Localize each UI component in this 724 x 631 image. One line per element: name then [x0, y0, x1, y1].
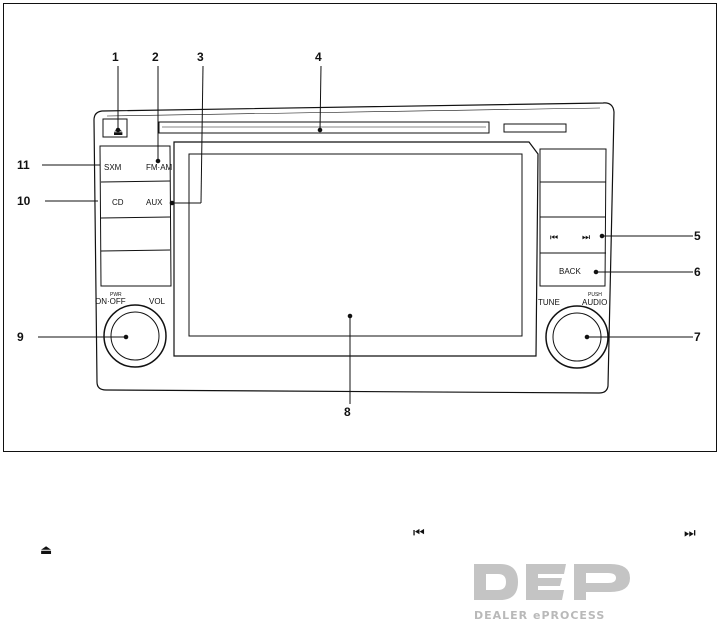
callout-4: 4	[315, 50, 322, 64]
eject-icon-legend: ⏏	[40, 543, 53, 558]
left-button-panel	[99, 145, 172, 287]
callout-10: 10	[17, 194, 31, 208]
audio-label: AUDIO	[582, 298, 607, 307]
prev-track-icon-legend: ⏮	[413, 526, 425, 541]
callout-2: 2	[152, 50, 159, 64]
left-divider-2	[100, 216, 171, 219]
callout-7: 7	[694, 330, 701, 344]
left-divider-3	[100, 249, 171, 252]
vol-label: VOL	[149, 297, 166, 306]
callout-8: 8	[344, 405, 351, 419]
touch-screen[interactable]	[188, 153, 523, 337]
eject-button[interactable]	[102, 118, 128, 138]
power-label: PWR	[110, 292, 122, 298]
tune-label: TUNE	[538, 298, 560, 307]
next-track-icon: ⏭	[582, 232, 590, 242]
on-off-label: ON·OFF	[95, 297, 126, 306]
next-track-icon-legend: ⏭	[684, 526, 696, 541]
audio-unit-diagram: ⏏ SXM FM·AM CD AUX ⏮ ⏭ BACK PWR ON·OFF V…	[17, 50, 701, 419]
unit-bezel	[93, 102, 615, 394]
prev-track-icon: ⏮	[550, 232, 558, 242]
callout-11: 11	[17, 158, 30, 172]
right-button-panel	[539, 148, 607, 287]
sxm-button-label: SXM	[104, 163, 122, 172]
callout-6: 6	[694, 265, 701, 279]
fm-am-button-label: FM·AM	[146, 163, 173, 172]
card-slot	[503, 123, 567, 133]
back-button-label: BACK	[559, 267, 581, 276]
logo-text: DEALER ePROCESS	[474, 609, 606, 622]
dep-logo	[474, 564, 630, 600]
cd-button-label: CD	[112, 198, 124, 207]
aux-button-label: AUX	[146, 198, 163, 207]
cd-slot	[158, 121, 490, 134]
screen-bezel	[173, 141, 539, 357]
callout-9: 9	[17, 330, 24, 344]
left-divider-1	[100, 180, 171, 183]
callout-5: 5	[694, 229, 701, 243]
callout-3: 3	[197, 50, 204, 64]
diagram-frame: ⏏ SXM FM·AM CD AUX ⏮ ⏭ BACK PWR ON·OFF V…	[3, 3, 717, 452]
callout-1: 1	[112, 50, 119, 64]
push-label: PUSH	[588, 292, 602, 298]
volume-knob[interactable]	[103, 304, 167, 368]
